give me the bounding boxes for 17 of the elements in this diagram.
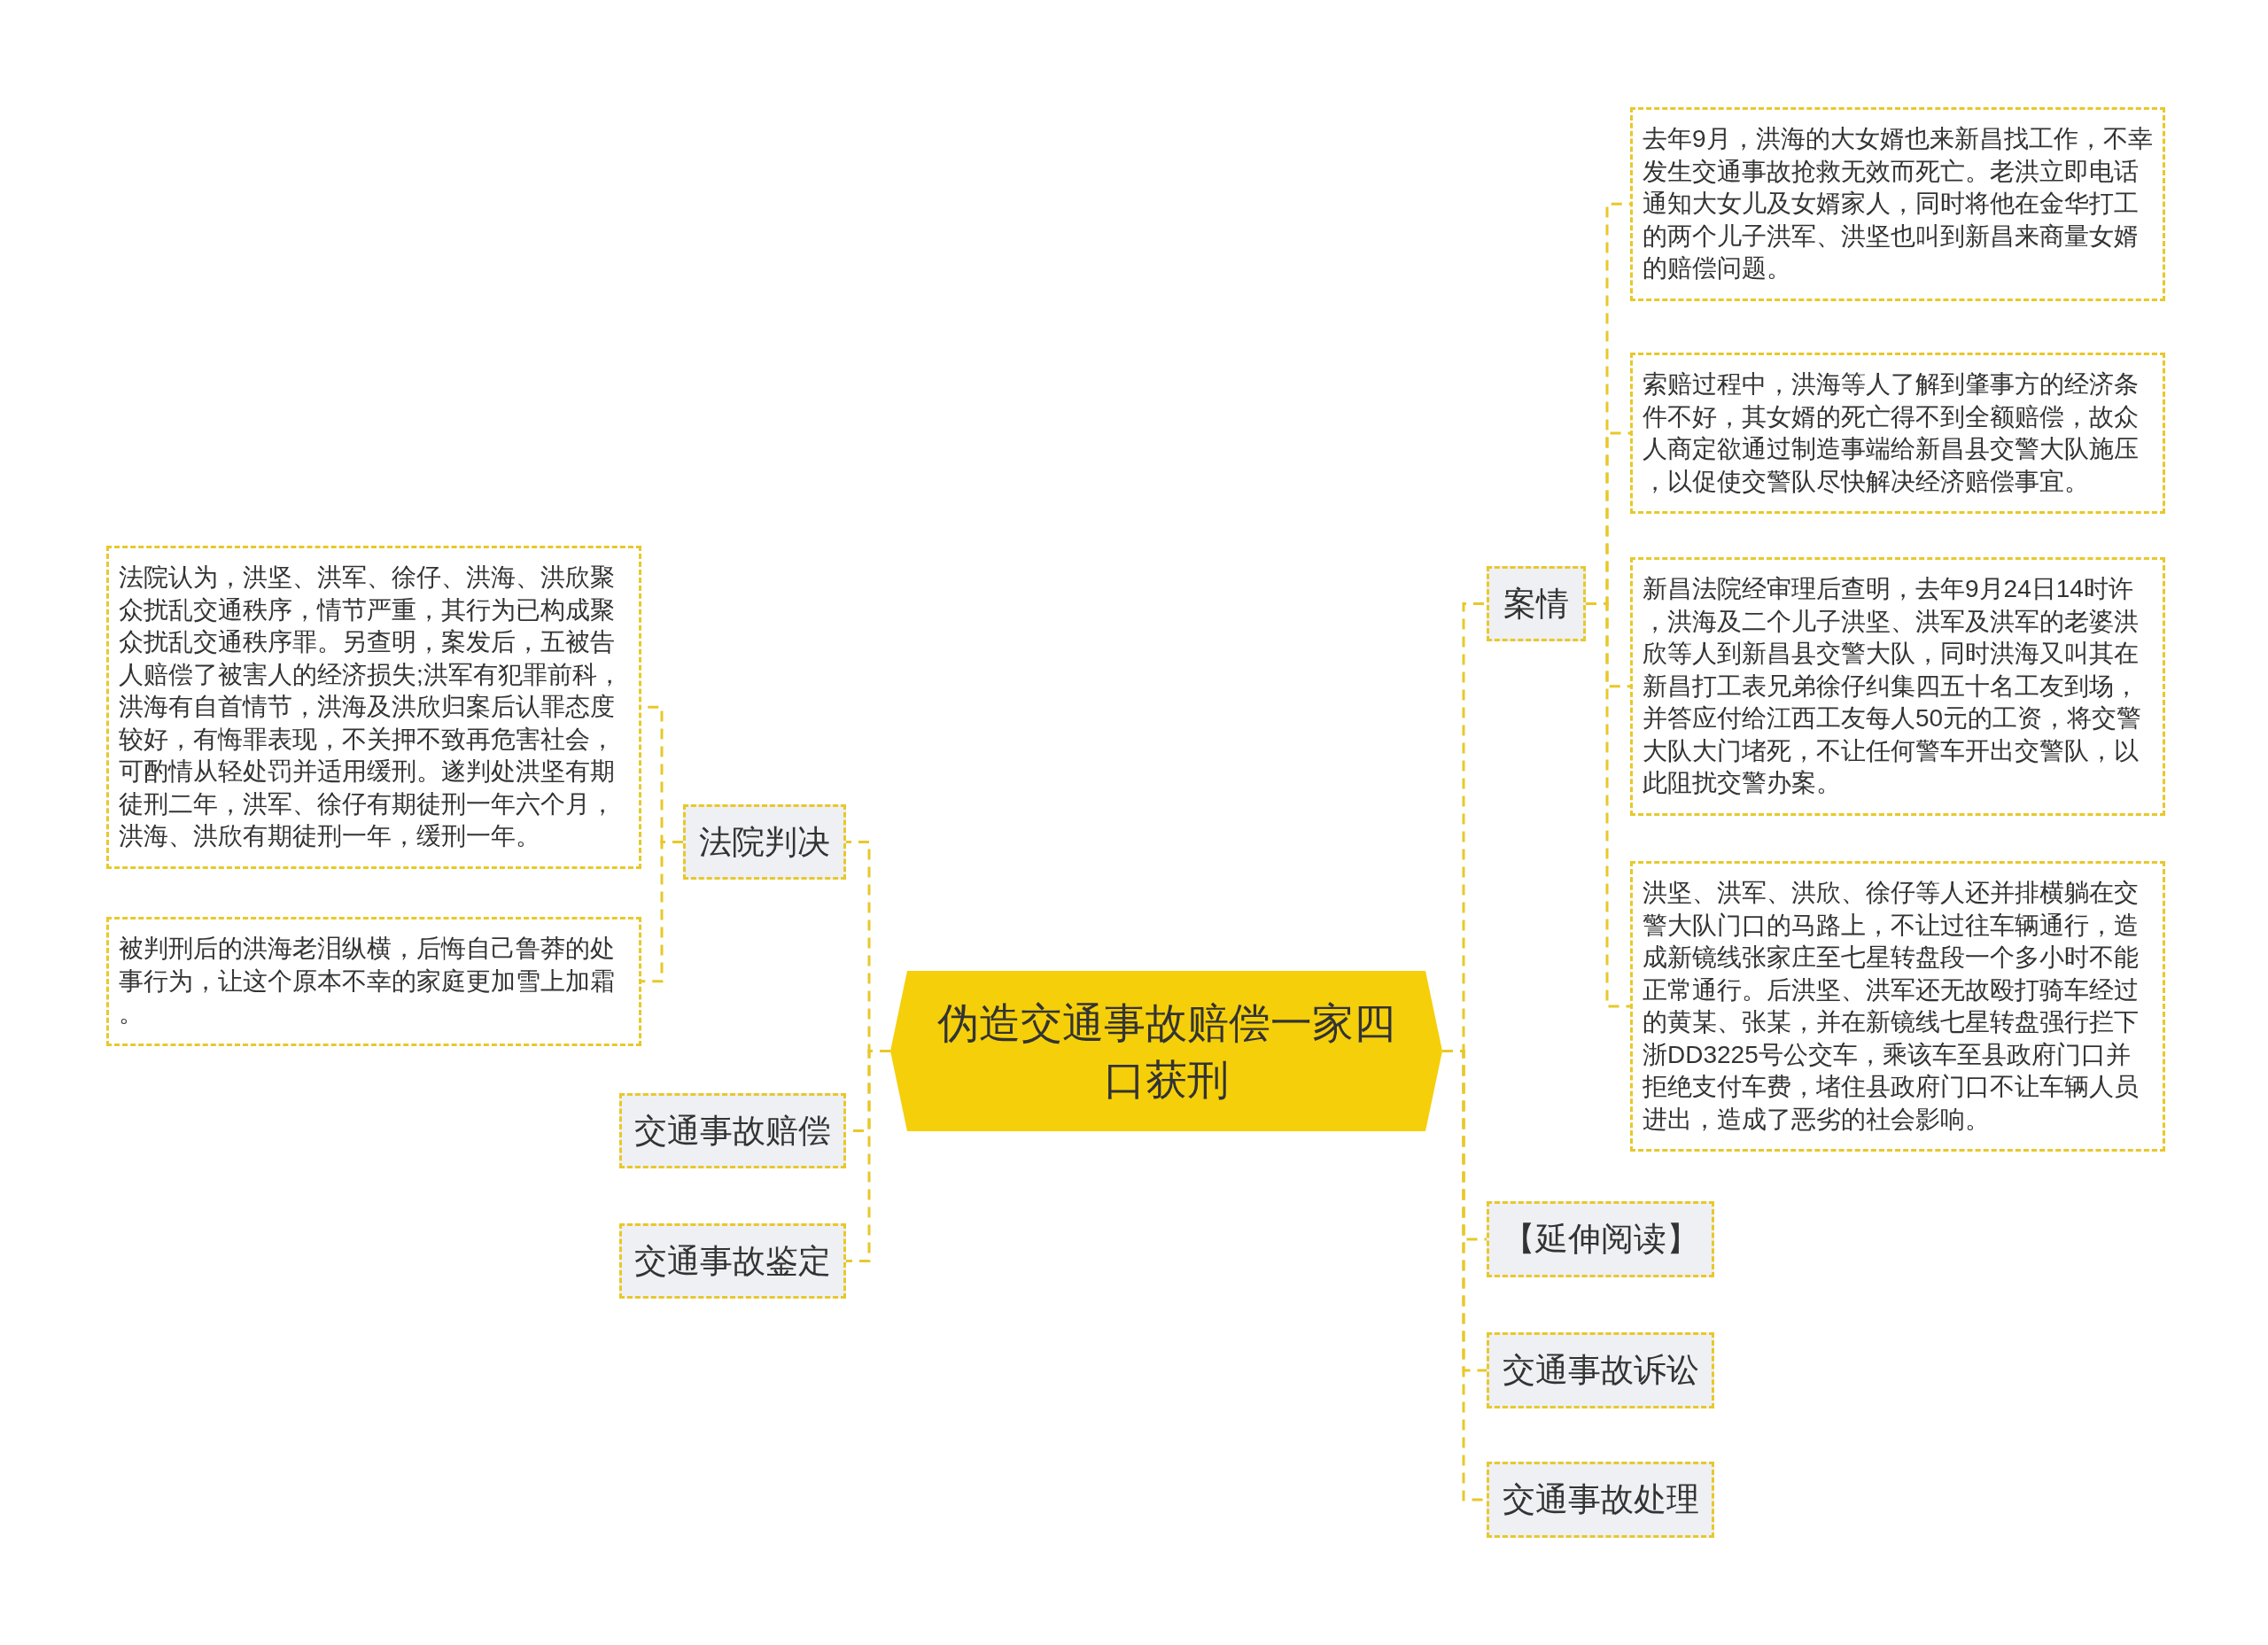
note-card: 被判刑后的洪海老泪纵横，后悔自己鲁莽的处事行为，让这个原本不幸的家庭更加雪上加霜。 (106, 917, 641, 1046)
topic-box: 【延伸阅读】 (1487, 1201, 1714, 1277)
topic-box: 交通事故赔偿 (619, 1093, 846, 1168)
note-card: 洪坚、洪军、洪欣、徐仔等人还并排横躺在交警大队门口的马路上，不让过往车辆通行，造成新镜线张家庄至七星转盘段一个多小时不能正常通行。后洪坚、洪军还无故殴打骑车经过的黄某、张某，并在新镜线七星转盘强行拦下浙DD3225号公交车，乘该车至县政府门口并拒绝支付车费，堵住县政府门口不让车辆人员进出，造成了恶劣的社会影响。 (1630, 861, 2165, 1152)
note-card: 新昌法院经审理后查明，去年9月24日14时许，洪海及二个儿子洪坚、洪军及洪军的老婆洪欣等人到新昌县交警大队，同时洪海又叫其在新昌打工表兄弟徐仔纠集四五十名工友到场，并答应付给江西工友每人50元的工资，将交警大队大门堵死，不让任何警车开出交警队，以此阻扰交警办案。 (1630, 557, 2165, 816)
connector-line (641, 841, 683, 983)
topic-box: 案情 (1487, 566, 1586, 641)
topic-box: 交通事故鉴定 (619, 1223, 846, 1299)
connector-line (1586, 602, 1630, 1008)
connector-line (846, 1050, 890, 1262)
note-card: 索赔过程中，洪海等人了解到肇事方的经济条件不好，其女婿的死亡得不到全额赔偿，故众人商定欲通过制造事端给新昌县交警大队施压，以促使交警队尽快解决经济赔偿事宜。 (1630, 353, 2165, 514)
topic-box: 法院判决 (683, 804, 846, 880)
central-topic: 伪造交通事故赔偿一家四口获刑 (890, 971, 1442, 1131)
note-card: 法院认为，洪坚、洪军、徐仔、洪海、洪欣聚众扰乱交通秩序，情节严重，其行为已构成聚众扰乱交通秩序罪。另查明，案发后，五被告人赔偿了被害人的经济损失;洪军有犯罪前科，洪海有自首情节，洪海及洪欣归案后认罪态度较好，有悔罪表现，不关押不致再危害社会，可酌情从轻处罚并适用缓刑。遂判处洪坚有期徒刑二年，洪军、徐仔有期徒刑一年六个月，洪海、洪欣有期徒刑一年，缓刑一年。 (106, 546, 641, 869)
topic-box: 交通事故诉讼 (1487, 1332, 1714, 1408)
note-card: 去年9月，洪海的大女婿也来新昌找工作，不幸发生交通事故抢救无效而死亡。老洪立即电话通知大女儿及女婿家人，同时将他在金华打工的两个儿子洪军、洪坚也叫到新昌来商量女婿的赔偿问题。 (1630, 107, 2165, 301)
topic-box: 交通事故处理 (1487, 1462, 1714, 1538)
